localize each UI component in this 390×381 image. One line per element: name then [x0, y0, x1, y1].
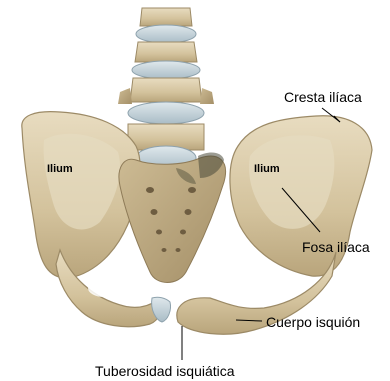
label-cuerpo-isquion: Cuerpo isquión [266, 315, 360, 329]
label-ilium-right: Ilium [254, 164, 280, 175]
label-fosa-iliaca: Fosa ilíaca [302, 240, 370, 254]
label-tuberosidad-isquiatica: Tuberosidad isquiática [95, 364, 235, 378]
label-ilium-left: Ilium [47, 164, 73, 175]
label-cresta-iliaca: Cresta ilíaca [284, 90, 362, 104]
